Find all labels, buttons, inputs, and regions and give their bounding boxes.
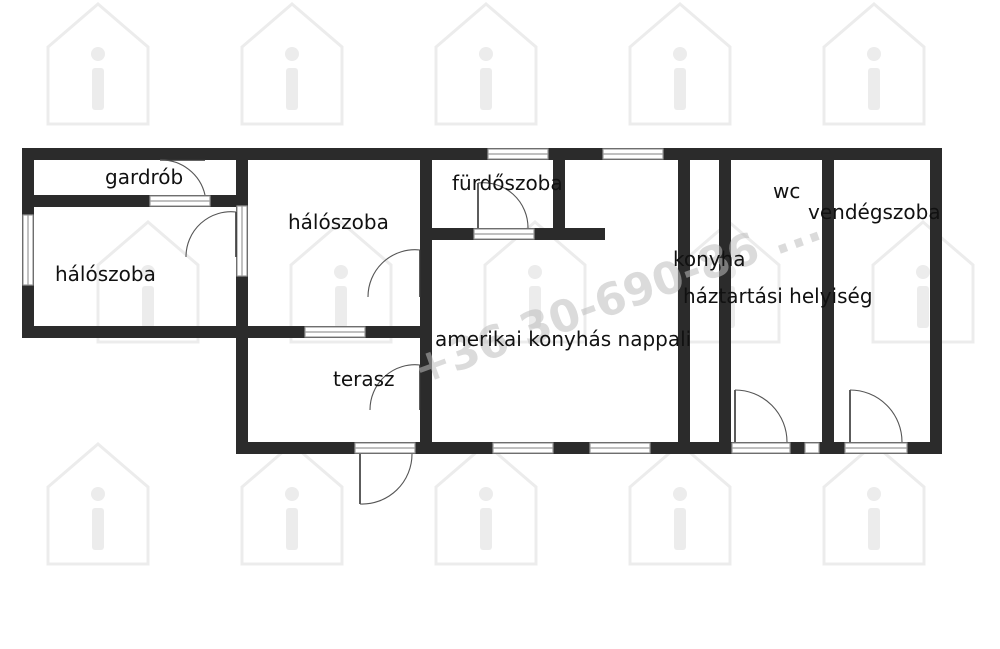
doors xyxy=(159,159,903,505)
house-info-icon xyxy=(628,2,732,126)
room-label-utility: háztartási helyiség xyxy=(683,284,873,308)
house-info-icon xyxy=(240,2,344,126)
house-info-icon xyxy=(240,442,344,566)
room-label-gardrob: gardrób xyxy=(105,165,183,189)
windows xyxy=(22,148,908,454)
house-info-icon xyxy=(871,220,975,344)
house-info-icon xyxy=(822,442,926,566)
house-info-icon xyxy=(434,442,538,566)
walls xyxy=(22,148,942,454)
house-info-icon xyxy=(96,220,200,344)
room-label-bedroom-mid: hálószoba xyxy=(288,210,389,234)
room-labels: gardrób hálószoba hálószoba fürdőszoba a… xyxy=(55,165,941,391)
room-label-living: amerikai konyhás nappali xyxy=(435,327,691,351)
room-label-bedroom-left: hálószoba xyxy=(55,262,156,286)
house-info-icon xyxy=(46,442,150,566)
room-label-wc: wc xyxy=(773,179,800,203)
room-label-bathroom: fürdőszoba xyxy=(452,171,563,195)
house-info-icon xyxy=(822,2,926,126)
house-info-icon xyxy=(628,442,732,566)
room-label-kitchen: konyha xyxy=(673,247,746,271)
house-info-icon xyxy=(289,220,393,344)
room-label-terrace: terasz xyxy=(333,367,395,391)
house-info-icon xyxy=(434,2,538,126)
house-info-icon xyxy=(46,2,150,126)
room-label-guestroom: vendégszoba xyxy=(808,200,941,224)
